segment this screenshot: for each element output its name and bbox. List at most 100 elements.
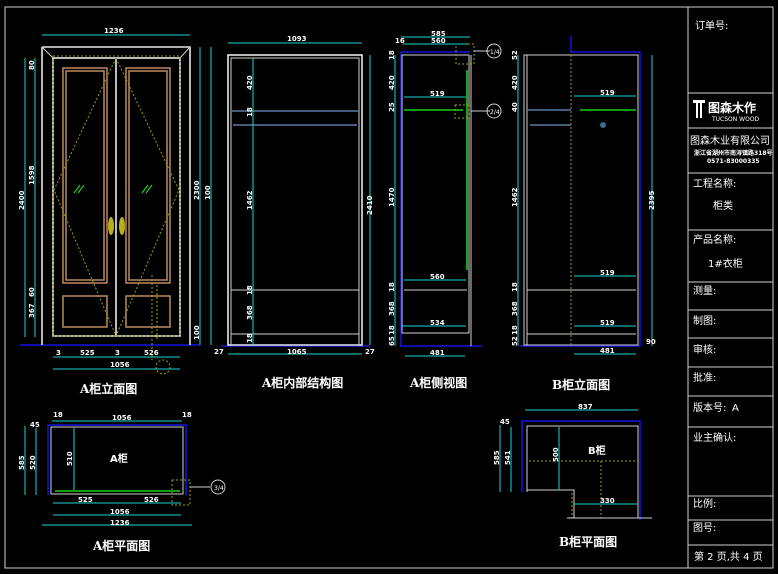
detail-marker-label: 1/4 <box>490 49 500 56</box>
review-label: 审核: <box>693 343 716 356</box>
plan-outline <box>50 426 184 495</box>
dim-label: 368 <box>246 305 254 320</box>
dim-label: 2400 <box>18 190 26 210</box>
detail-marker-label: 3/4 <box>214 485 224 492</box>
dim-label: 1056 <box>110 361 130 369</box>
tucson-logo: 图森木作 TUCSON WOOD <box>693 100 760 123</box>
dim-label: 1093 <box>287 35 307 43</box>
dim-label: 100 <box>193 325 201 340</box>
dim-label: 525 <box>78 496 93 504</box>
logo-mark-icon <box>693 100 705 118</box>
detail-box <box>454 104 470 119</box>
dim-label: 525 <box>80 349 95 357</box>
dim-label: 368 <box>511 301 519 316</box>
dim-label: 520 <box>29 455 37 470</box>
dim-label: 1065 <box>287 348 307 356</box>
dimension-lines <box>394 36 470 357</box>
view-caption: A柜侧视图 <box>409 375 467 390</box>
dim-label: 481 <box>430 349 445 357</box>
dim-label: 560 <box>431 37 446 45</box>
dim-label: 18 <box>53 411 63 419</box>
view-caption: B柜立面图 <box>552 377 610 392</box>
dim-label: 420 <box>246 75 254 90</box>
dim-label: 585 <box>18 455 26 470</box>
dim-label: 3 <box>115 349 120 357</box>
hidden-lines <box>529 460 638 518</box>
hidden-edge <box>52 55 181 337</box>
dim-label: 1470 <box>388 187 396 207</box>
view-caption: A柜内部结构图 <box>261 375 343 390</box>
detail-marker-label: 2/4 <box>490 109 500 116</box>
right-door-lower-panel <box>125 295 171 328</box>
detail-callout <box>155 359 171 375</box>
dim-label: 534 <box>430 319 445 327</box>
light-fixture-icon <box>600 122 606 128</box>
right-handle-icon <box>119 217 125 235</box>
view-a-elevation[interactable]: 1236 3 525 3 526 1056 2400 80 1598 60 36… <box>18 27 212 396</box>
measure-label: 测量: <box>693 284 716 297</box>
dim-label: 585 <box>431 30 446 38</box>
view-a-side[interactable]: 1/4 2/4 585 560 16 519 560 534 481 18 42… <box>388 30 502 390</box>
dim-label: 1236 <box>104 27 124 35</box>
dim-label: 330 <box>600 497 615 505</box>
dim-label: 2300 <box>193 180 201 200</box>
dim-label: 500 <box>552 447 560 462</box>
view-b-elevation[interactable]: 519 519 519 481 2395 52 420 40 1462 18 3… <box>511 36 656 392</box>
glass-hatch-icon <box>73 184 153 194</box>
dim-label: 45 <box>30 421 40 429</box>
detail-box <box>171 479 191 506</box>
dim-label: 18 <box>246 285 254 295</box>
dim-label: 519 <box>600 319 615 327</box>
dimension-lines <box>228 42 371 355</box>
door-swing-lines <box>53 57 180 337</box>
floor-line <box>520 36 641 347</box>
dim-label: 90 <box>646 338 656 346</box>
page-info: 第 2 页,共 4 页 <box>694 550 763 563</box>
dim-label: 3 <box>56 349 61 357</box>
dim-label: 18 <box>388 325 396 335</box>
dim-label: 837 <box>578 403 593 411</box>
dim-label: 1462 <box>511 187 519 207</box>
dim-label: 40 <box>511 102 519 112</box>
project-name-value: 柜类 <box>713 199 733 212</box>
view-a-interior[interactable]: 1093 1065 27 27 2410 420 18 1462 18 368 … <box>214 35 375 390</box>
product-name-value: 1#衣柜 <box>708 257 743 270</box>
cabinet-tag: A柜 <box>110 452 128 465</box>
project-name-label: 工程名称: <box>693 177 736 190</box>
company-name: 图森木业有限公司 <box>690 134 770 147</box>
dim-label: 25 <box>388 102 396 112</box>
view-b-plan[interactable]: 837 585 541 500 330 45 B柜 B柜平面图 <box>493 403 652 549</box>
detail-marker-2[interactable] <box>486 103 502 119</box>
dim-label: 1462 <box>246 190 254 210</box>
dim-label: 481 <box>600 347 615 355</box>
dim-label: 1056 <box>112 414 132 422</box>
dim-label: 420 <box>511 75 519 90</box>
dim-label: 45 <box>500 418 510 426</box>
draw-label: 制图: <box>693 314 716 327</box>
dim-label: 18 <box>511 325 519 335</box>
view-a-plan[interactable]: 3/4 1056 18 18 525 526 1056 1236 585 520… <box>18 411 226 553</box>
title-block-row-lines <box>688 92 773 546</box>
left-door-upper-panel <box>62 67 108 284</box>
detail-marker-1[interactable] <box>486 43 502 59</box>
dim-label: 541 <box>504 450 512 465</box>
dim-label: 2395 <box>648 190 656 210</box>
dim-label: 1236 <box>110 519 130 527</box>
dim-label: 18 <box>182 411 192 419</box>
view-caption: A柜立面图 <box>79 381 137 396</box>
view-caption: B柜平面图 <box>559 534 617 549</box>
order-number-label: 订单号: <box>695 20 728 32</box>
dim-label: 60 <box>28 287 36 297</box>
cabinet-tag: B柜 <box>588 444 606 457</box>
dim-label: 560 <box>430 273 445 281</box>
dimension-lines <box>517 55 653 355</box>
logo-text-en: TUCSON WOOD <box>711 116 760 123</box>
dim-label: 1056 <box>110 508 130 516</box>
dim-label: 18 <box>388 50 396 60</box>
product-name-label: 产品名称: <box>693 233 736 246</box>
dim-label: 16 <box>395 37 405 45</box>
dim-label: 519 <box>600 89 615 97</box>
dim-label: 52 <box>511 50 519 60</box>
detail-marker-3[interactable] <box>210 479 226 495</box>
